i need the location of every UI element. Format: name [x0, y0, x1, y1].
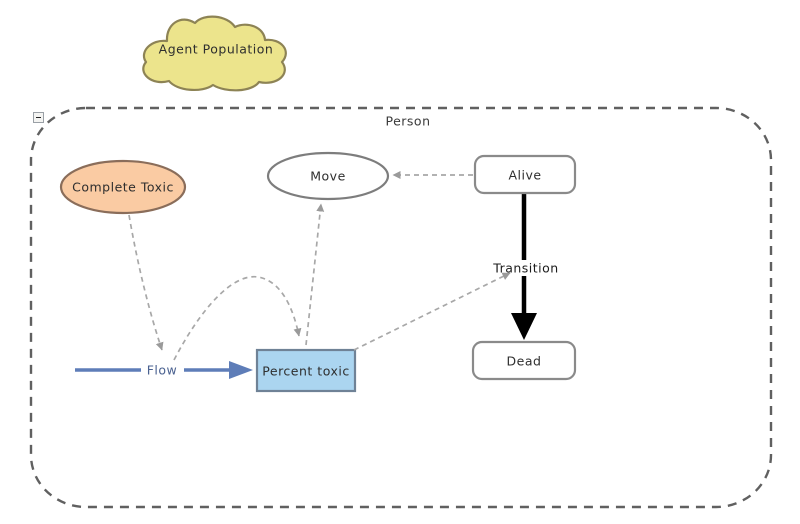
- person-frame-label: Person: [385, 113, 431, 129]
- move-label: Move: [310, 168, 346, 184]
- link-flow-to-percent-toxic[interactable]: [173, 275, 302, 361]
- dead-label: Dead: [506, 353, 542, 369]
- collapse-frame-icon[interactable]: [33, 112, 44, 123]
- alive-label: Alive: [508, 167, 542, 183]
- link-percent-toxic-to-move[interactable]: [305, 203, 325, 346]
- flow-arrowhead: [229, 361, 253, 379]
- transition-label[interactable]: Transition: [493, 260, 559, 276]
- percent-toxic-label: Percent toxic: [262, 363, 350, 379]
- agent-population-cloud[interactable]: [142, 15, 287, 92]
- node-dead[interactable]: [471, 340, 577, 381]
- transition-label-backing: [490, 260, 562, 276]
- link-complete-toxic-to-flow[interactable]: [128, 214, 164, 351]
- flow-label[interactable]: Flow: [146, 362, 178, 378]
- node-percent-toxic[interactable]: [255, 348, 357, 393]
- node-alive[interactable]: [473, 154, 577, 195]
- node-move[interactable]: [266, 151, 390, 201]
- complete-toxic-label: Complete Toxic: [72, 179, 174, 195]
- flow-label-backing: [141, 362, 184, 378]
- agent-population-label: Agent Population: [158, 41, 274, 57]
- transition-arrowhead: [511, 313, 537, 340]
- person-agent-frame[interactable]: [29, 106, 773, 509]
- link-percent-toxic-to-transition[interactable]: [353, 272, 511, 351]
- node-complete-toxic[interactable]: [59, 159, 187, 215]
